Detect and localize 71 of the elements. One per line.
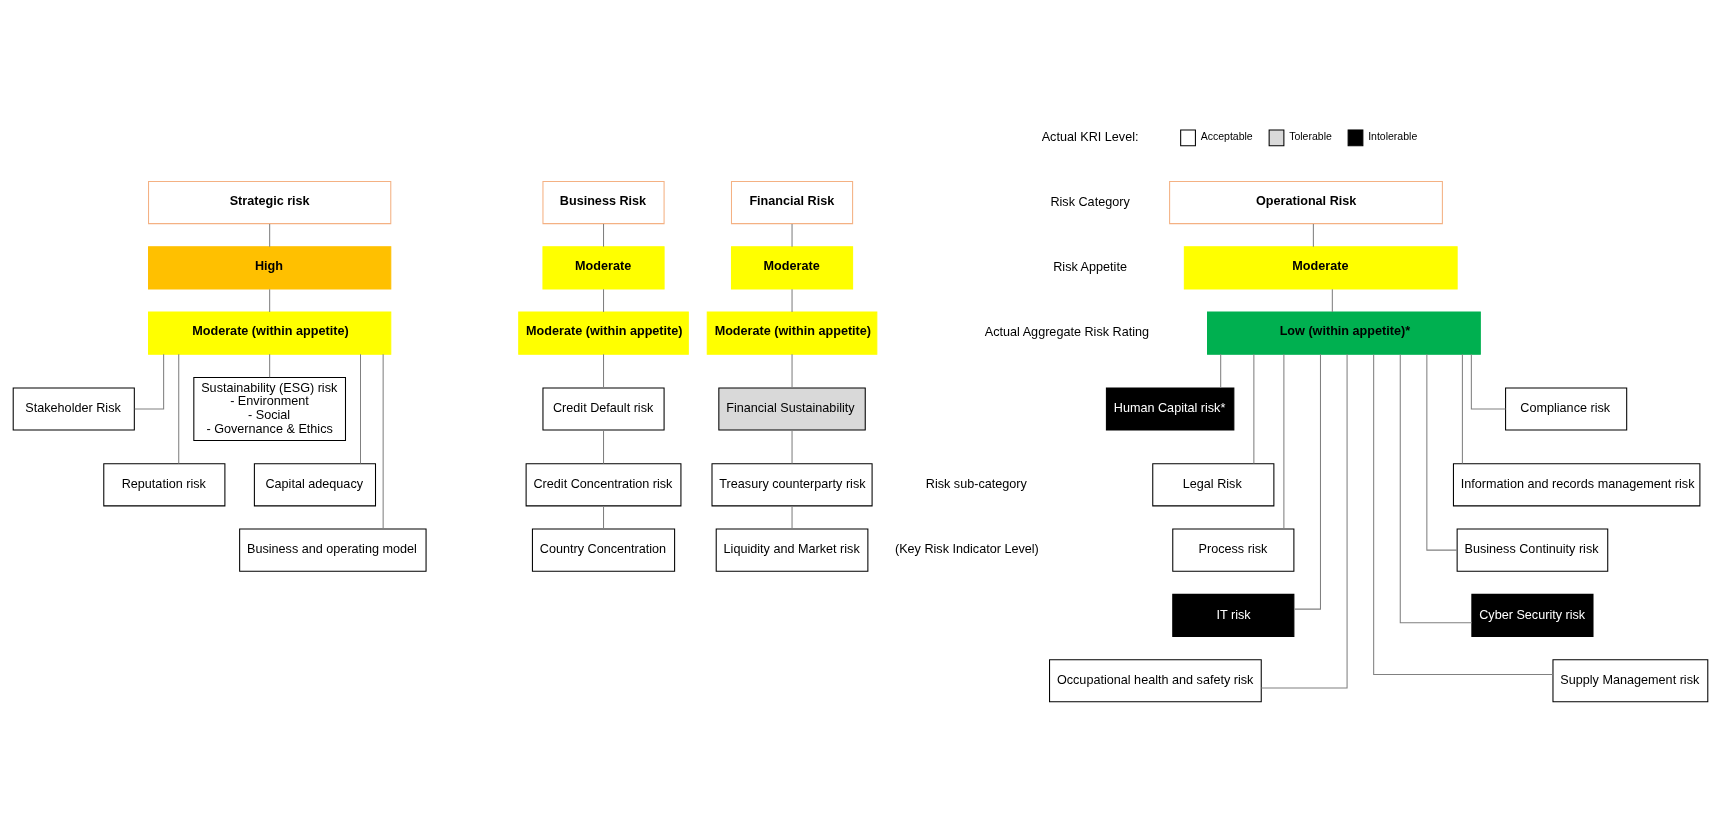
node-box: High: [148, 245, 392, 289]
node-box: Financial Sustainability: [718, 386, 866, 431]
node-box: Occupational health and safety risk: [1049, 658, 1262, 702]
legend-label: Intolerable: [1368, 129, 1418, 142]
node-box: Process risk: [1172, 528, 1295, 572]
connector: [603, 505, 605, 529]
connector: [1461, 353, 1463, 464]
node-box: Stakeholder Risk: [12, 386, 135, 431]
label: Actual Aggregate Risk Rating: [984, 324, 1150, 339]
connector: [1331, 288, 1333, 312]
node-box: Business Continuity risk: [1456, 528, 1609, 572]
node-box: Financial Risk: [730, 180, 854, 224]
connector: [382, 353, 384, 529]
node-box: Moderate: [1183, 245, 1458, 289]
legend-label: Acceptable: [1200, 129, 1253, 142]
node-box: Reputation risk: [103, 462, 226, 506]
legend-label: Tolerable: [1289, 129, 1332, 142]
connector: [269, 222, 271, 247]
connector: [1283, 353, 1285, 529]
connector: [359, 353, 362, 464]
node-box: Business and operating model: [239, 528, 427, 572]
connector: [791, 505, 793, 529]
node-box: Moderate: [730, 245, 854, 289]
node-box: Moderate (within appetite): [518, 311, 689, 355]
connector: [791, 222, 793, 247]
node-box: Compliance risk: [1505, 386, 1628, 431]
node-box: Moderate: [542, 245, 665, 289]
node-box: Supply Management risk: [1552, 658, 1709, 702]
connector: [1312, 222, 1314, 247]
label: (Key Risk Indicator Level): [894, 541, 1039, 556]
node-box: Treasury counterparty risk: [711, 462, 873, 506]
connector: [134, 353, 165, 410]
connector: [791, 288, 793, 312]
connector: [1399, 353, 1473, 623]
node-box: Country Concentration: [531, 528, 676, 572]
connector: [791, 353, 793, 388]
node-box: Liquidity and Market risk: [715, 528, 869, 572]
node-box: Low (within appetite)*: [1207, 311, 1481, 355]
node-box: Legal Risk: [1152, 462, 1275, 506]
connector: [791, 429, 793, 464]
connector: [1470, 353, 1507, 410]
node-box: Credit Concentration risk: [525, 462, 682, 506]
node-box: Human Capital risk*: [1105, 386, 1235, 431]
label: Risk sub-category: [925, 476, 1027, 491]
connector: [1260, 353, 1348, 689]
label: Risk Appetite: [1053, 259, 1127, 274]
connector: [603, 429, 605, 464]
node-box: Moderate (within appetite): [706, 311, 878, 355]
connector: [269, 353, 271, 378]
node-box: IT risk: [1172, 593, 1295, 637]
connector: [603, 222, 605, 247]
connector: [1220, 353, 1222, 388]
connector: [603, 288, 605, 312]
label: Risk Category: [1050, 194, 1130, 209]
connector: [603, 353, 605, 388]
node-box: Sustainability (ESG) risk - Environment - Social - Governance & Ethics: [193, 376, 346, 441]
node-box: Business Risk: [542, 180, 665, 224]
connector: [1253, 353, 1255, 464]
node-box: Operational Risk: [1169, 180, 1443, 224]
node-box: Cyber Security risk: [1471, 593, 1594, 637]
node-box: Strategic risk: [148, 180, 392, 224]
connector: [1373, 353, 1554, 675]
connector: [1426, 353, 1458, 551]
connector: [269, 288, 271, 312]
node-box: Credit Default risk: [542, 386, 665, 431]
connector: [1293, 353, 1321, 610]
label: Actual KRI Level:: [1041, 129, 1139, 144]
node-box: Capital adequacy: [253, 462, 377, 506]
node-box: Moderate (within appetite): [148, 311, 392, 355]
connector: [178, 353, 180, 464]
node-box: Information and records management risk: [1452, 462, 1701, 506]
